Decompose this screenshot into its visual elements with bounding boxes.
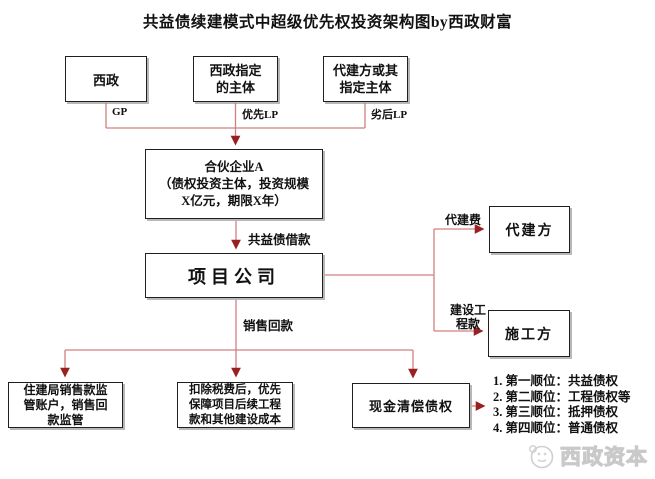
node-project-company: 项目公司 xyxy=(145,253,323,298)
node-agent-label: 代建方 xyxy=(505,223,554,239)
node-xizheng-designated-entity-label: 西政指定 的主体 xyxy=(209,63,262,95)
edge-label-agency-fee: 代建费 xyxy=(445,213,482,227)
node-agent-or-designated-entity-label: 代建方或其 指定主体 xyxy=(332,63,398,95)
node-agent-or-designated-entity: 代建方或其 指定主体 xyxy=(323,56,408,102)
edge-label-junior-lp: 劣后LP xyxy=(371,109,408,121)
diagram-title: 共益债续建模式中超级优先权投资架构图by西政财富 xyxy=(142,14,513,31)
node-partnership-a: 合伙企业A （债权投资主体，投资规模 X亿元，期限X年） xyxy=(145,149,323,219)
node-regulator-supervision-account-label: 住建局销售款监 管账户，销售回 款监管 xyxy=(23,382,108,427)
node-xizheng-designated-entity: 西政指定 的主体 xyxy=(193,56,278,102)
node-tax-deduction-priority: 扣除税费后，优先 保障项目后续工程 款和其他建设成本 xyxy=(177,382,293,428)
node-partnership-a-label: 合伙企业A （债权投资主体，投资规模 X亿元，期限X年） xyxy=(158,159,309,208)
node-agent: 代建方 xyxy=(489,206,570,253)
node-xizheng-label: 西政 xyxy=(92,72,119,88)
xizheng-capital-watermark: 西政资本 xyxy=(527,441,648,471)
node-tax-deduction-priority-label: 扣除税费后，优先 保障项目后续工程 款和其他建设成本 xyxy=(189,383,281,426)
edge-label-sales-collection: 销售回款 xyxy=(243,319,294,333)
node-contractor-label: 施工方 xyxy=(505,327,553,343)
xizheng-capital-logo-icon xyxy=(529,445,554,469)
node-cash-debt-repayment-label: 现金清偿债权 xyxy=(368,399,453,414)
node-contractor: 施工方 xyxy=(488,310,570,357)
edge-label-co-benefit-debt-loan: 共益债借款 xyxy=(248,233,311,247)
priority-list-item: 4. 第四顺位：普通债权 xyxy=(493,420,619,435)
node-cash-debt-repayment: 现金清偿债权 xyxy=(352,383,470,428)
edge-label-construction-payment: 建设工 程款 xyxy=(449,303,486,331)
priority-list-item: 2. 第二顺位：工程债权等 xyxy=(493,389,631,404)
watermark-text: 西政资本 xyxy=(560,445,648,470)
repayment-priority-list: 1. 第一顺位：共益债权 2. 第二顺位：工程债权等 3. 第三顺位：抵押债权 … xyxy=(493,374,631,436)
priority-list-item: 3. 第三顺位：抵押债权 xyxy=(493,405,619,419)
edge-label-senior-lp: 优先LP xyxy=(242,109,279,121)
node-regulator-supervision-account: 住建局销售款监 管账户，销售回 款监管 xyxy=(8,382,123,428)
node-project-company-label: 项目公司 xyxy=(188,266,280,287)
node-xizheng: 西政 xyxy=(65,56,147,102)
edge-label-gp: GP xyxy=(112,106,128,118)
priority-list-item: 1. 第一顺位：共益债权 xyxy=(493,374,619,388)
